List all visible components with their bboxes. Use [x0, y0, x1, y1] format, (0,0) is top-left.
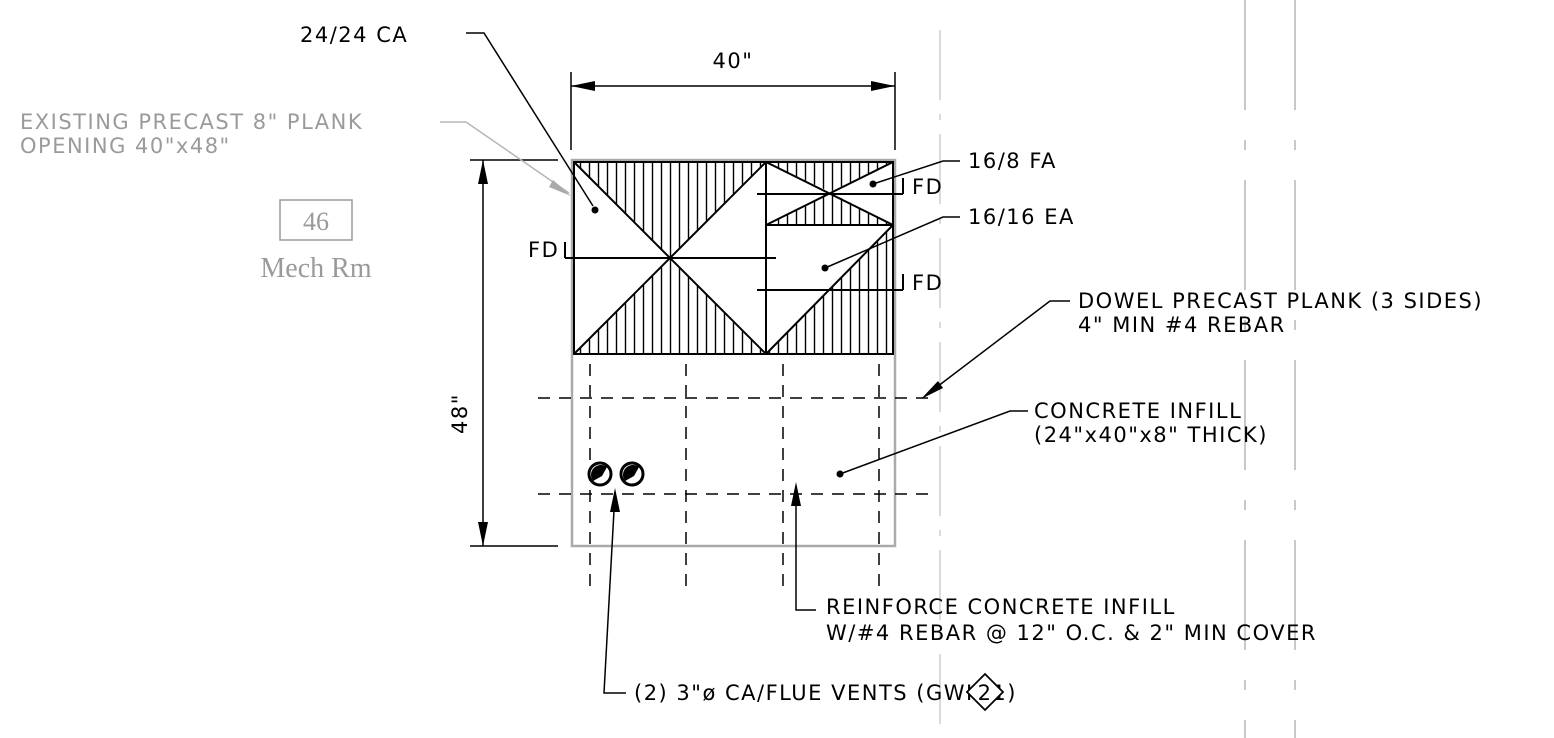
- keynote-diamond: [965, 672, 1005, 712]
- fd-bottom-right-label: FD: [912, 271, 943, 295]
- height-dimension: 48": [448, 159, 558, 547]
- dowel-leader: DOWEL PRECAST PLANK (3 SIDES) 4" MIN #4 …: [921, 289, 1483, 399]
- flue-vent-right: [619, 461, 645, 487]
- infill-leader: CONCRETE INFILL (24"x40"x8" THICK): [836, 399, 1268, 478]
- ca-duct-label: 24/24 CA: [300, 23, 408, 47]
- infill-label-line2: (24"x40"x8" THICK): [1034, 423, 1268, 447]
- existing-plank-label-line1: EXISTING PRECAST 8" PLANK: [20, 110, 363, 134]
- fire-damper-top-right: FD: [757, 175, 943, 199]
- infill-label-line1: CONCRETE INFILL: [1034, 399, 1242, 423]
- dowel-label-line2: 4" MIN #4 REBAR: [1078, 313, 1286, 337]
- fire-damper-left: FD: [528, 238, 776, 262]
- existing-plank-leader: EXISTING PRECAST 8" PLANK OPENING 40"x48…: [20, 110, 571, 196]
- dowel-label-line1: DOWEL PRECAST PLANK (3 SIDES): [1078, 289, 1483, 313]
- vents-leader: (2) 3"ø CA/FLUE VENTS (GWH-1) 2: [603, 488, 1017, 712]
- width-dimension-label: 40": [713, 49, 754, 73]
- reinforce-leader: REINFORCE CONCRETE INFILL W/#4 REBAR @ 1…: [791, 482, 1317, 645]
- fa-duct-leader: 16/8 FA: [869, 149, 1057, 188]
- room-tag: 46 Mech Rm: [260, 199, 372, 284]
- ea-duct-leader: 16/16 EA: [821, 205, 1075, 272]
- existing-plank-label-line2: OPENING 40"x48": [20, 134, 231, 158]
- room-name: Mech Rm: [260, 253, 371, 284]
- room-number: 46: [303, 207, 329, 236]
- width-dimension: 40": [570, 49, 896, 150]
- fd-left-label: FD: [528, 238, 559, 262]
- flue-vent-left: [587, 461, 613, 487]
- reinforce-label-line2: W/#4 REBAR @ 12" O.C. & 2" MIN COVER: [826, 621, 1317, 645]
- fa-duct-label: 16/8 FA: [968, 149, 1057, 173]
- height-dimension-label: 48": [448, 393, 472, 434]
- ea-duct-label: 16/16 EA: [968, 205, 1075, 229]
- fd-top-right-label: FD: [912, 175, 943, 199]
- fire-damper-bottom-right: FD: [757, 271, 943, 295]
- keynote-number: 2: [978, 681, 993, 705]
- room-number-box: [279, 199, 353, 241]
- vents-label: (2) 3"ø CA/FLUE VENTS (GWH-1): [634, 681, 1017, 705]
- ca-duct-leader: 24/24 CA: [300, 23, 599, 214]
- reinforce-label-line1: REINFORCE CONCRETE INFILL: [826, 595, 1176, 619]
- existing-plank-opening: [570, 158, 897, 548]
